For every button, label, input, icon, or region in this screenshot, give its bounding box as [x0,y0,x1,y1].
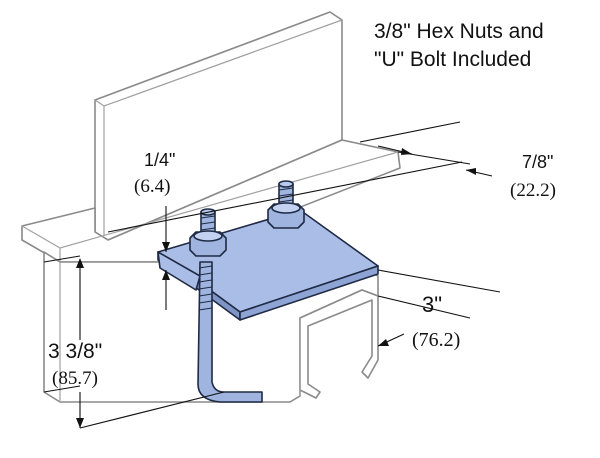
height-metric: (85.7) [52,368,98,389]
labels: 3/8" Hex Nuts and "U" Bolt Included 1/4"… [48,20,556,389]
note-line-1: 3/8" Hex Nuts and [374,20,544,43]
flange-imperial: 7/8" [522,152,553,172]
flange-metric: (22.2) [510,180,556,201]
height-imperial: 3 3/8" [48,340,102,363]
clamp-lip [157,251,201,291]
dimension-lines [43,121,501,429]
plate-thickness-metric: (6.4) [134,176,170,197]
u-bolt-threads [198,265,213,311]
plate-thickness-imperial: 1/4" [144,150,175,170]
note-line-2: "U" Bolt Included [374,48,531,71]
width-metric: (76.2) [412,329,460,351]
channel-end-profile [299,289,379,399]
width-imperial: 3" [422,292,442,317]
u-bolt [197,261,263,403]
clamp-assembly [157,180,379,403]
